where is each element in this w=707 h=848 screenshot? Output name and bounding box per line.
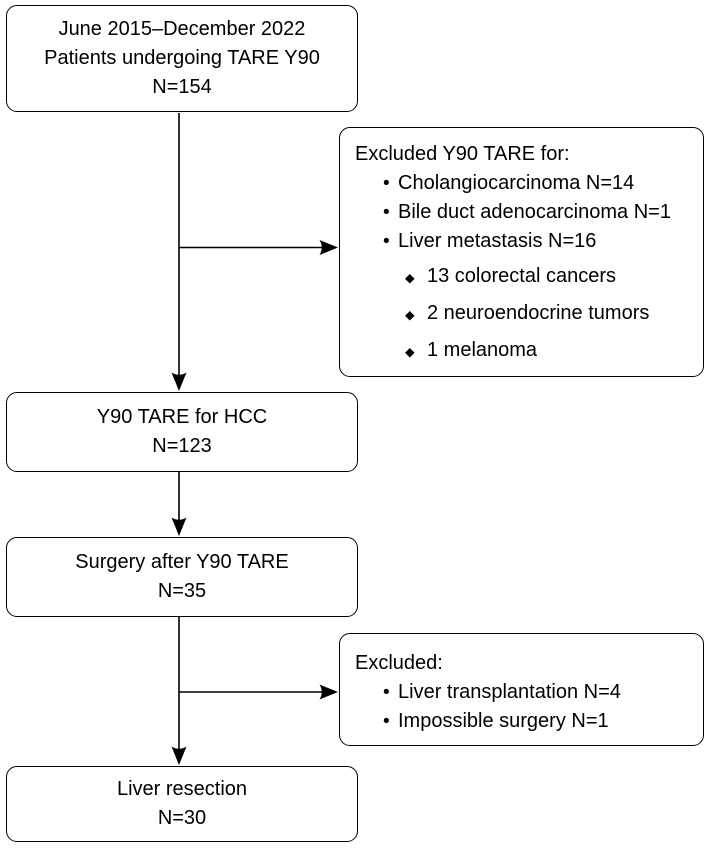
sub-list-item: ◆ 1 melanoma bbox=[405, 333, 695, 370]
arrowhead-right-icon bbox=[319, 240, 338, 255]
node-count: N=154 bbox=[152, 76, 212, 98]
node-count: N=123 bbox=[152, 435, 212, 457]
node-excluded-surgery: Excluded: • Liver transplantation N=4 • … bbox=[339, 633, 704, 746]
node-date-range: June 2015–December 2022 bbox=[58, 18, 306, 40]
node-patients-undergoing-tare: June 2015–December 2022 Patients undergo… bbox=[6, 5, 358, 112]
list-item: • Liver metastasis N=16 bbox=[383, 227, 695, 256]
bullet-icon: • bbox=[383, 173, 390, 194]
excluded-surgery-list: • Liver transplantation N=4 • Impossible… bbox=[383, 678, 695, 736]
bullet-icon: • bbox=[383, 682, 390, 703]
node-surgery-after-tare: Surgery after Y90 TARE N=35 bbox=[6, 537, 358, 617]
node-count: N=30 bbox=[157, 807, 207, 829]
list-item-text: Liver metastasis N=16 bbox=[398, 230, 597, 252]
arrowhead-down-icon bbox=[171, 372, 187, 391]
list-item: • Impossible surgery N=1 bbox=[383, 707, 695, 736]
bullet-icon: • bbox=[383, 231, 390, 252]
node-label: Y90 TARE for HCC bbox=[96, 406, 268, 428]
node-excluded-tare: Excluded Y90 TARE for: • Cholangiocarcin… bbox=[339, 127, 704, 377]
list-item: • Cholangiocarcinoma N=14 bbox=[383, 169, 695, 198]
node-y90-tare-for-hcc: Y90 TARE for HCC N=123 bbox=[6, 392, 358, 472]
list-item-text: Bile duct adenocarcinoma N=1 bbox=[398, 201, 671, 223]
sub-list-item-text: 1 melanoma bbox=[427, 339, 538, 361]
arrowhead-down-icon bbox=[171, 746, 187, 765]
bullet-icon: • bbox=[383, 202, 390, 223]
diamond-bullet-icon: ◆ bbox=[405, 271, 415, 285]
excluded-surgery-title: Excluded: bbox=[355, 652, 443, 674]
diamond-bullet-icon: ◆ bbox=[405, 308, 415, 322]
node-label: Patients undergoing TARE Y90 bbox=[44, 47, 320, 69]
node-count: N=35 bbox=[157, 580, 207, 602]
sub-list-item: ◆ 13 colorectal cancers bbox=[405, 259, 695, 296]
liver-metastasis-sublist: ◆ 13 colorectal cancers ◆ 2 neuroendocri… bbox=[405, 259, 695, 370]
sub-list-item: ◆ 2 neuroendocrine tumors bbox=[405, 296, 695, 333]
diamond-bullet-icon: ◆ bbox=[405, 345, 415, 359]
node-label: Surgery after Y90 TARE bbox=[75, 551, 289, 573]
node-label: Liver resection bbox=[116, 778, 248, 800]
bullet-icon: • bbox=[383, 711, 390, 732]
list-item-text: Liver transplantation N=4 bbox=[398, 681, 621, 703]
list-item: • Liver transplantation N=4 bbox=[383, 678, 695, 707]
sub-list-item-text: 2 neuroendocrine tumors bbox=[427, 302, 650, 324]
list-item-text: Cholangiocarcinoma N=14 bbox=[398, 172, 635, 194]
list-item-text: Impossible surgery N=1 bbox=[398, 710, 609, 732]
list-item: • Bile duct adenocarcinoma N=1 bbox=[383, 198, 695, 227]
arrowhead-down-icon bbox=[171, 517, 187, 536]
excluded-tare-title: Excluded Y90 TARE for: bbox=[355, 143, 570, 165]
excluded-tare-list: • Cholangiocarcinoma N=14 • Bile duct ad… bbox=[383, 169, 695, 256]
arrowhead-right-icon bbox=[319, 684, 338, 700]
sub-list-item-text: 13 colorectal cancers bbox=[427, 265, 616, 287]
node-liver-resection: Liver resection N=30 bbox=[6, 766, 358, 842]
